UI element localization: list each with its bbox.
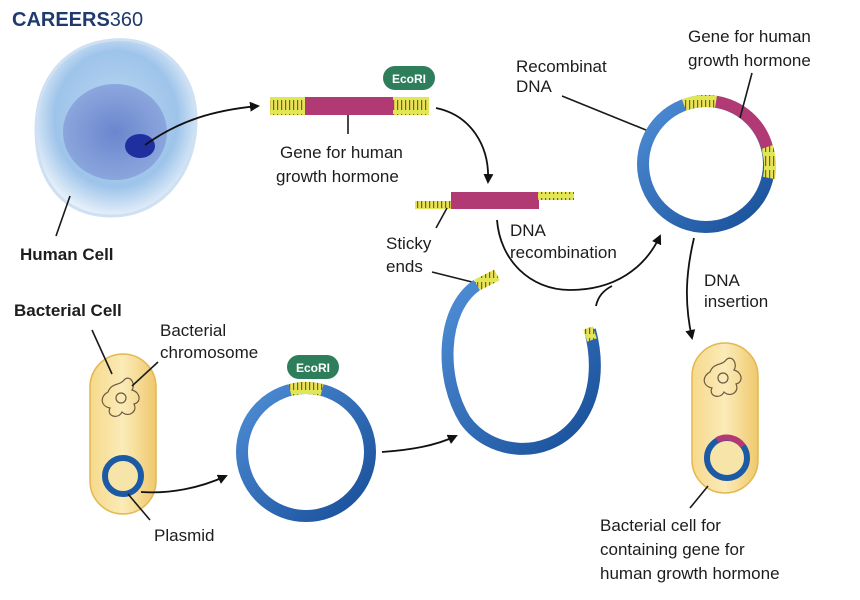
dna-insertion-label-line2: insertion: [704, 292, 768, 311]
human-cell-illustration: [34, 38, 198, 218]
sticky-end-right: [393, 97, 429, 115]
plasmid-recognition-site: [288, 382, 324, 396]
gene-top-label-line1: Gene for human: [688, 27, 811, 46]
ecori-badge-top: EcoRI: [383, 66, 435, 90]
cut-gene-fragment: [415, 192, 574, 209]
recombinant-sticky-junction-right: [761, 145, 777, 180]
arrow-cut-gene: [435, 107, 494, 184]
human-cell-label: Human Cell: [20, 245, 114, 264]
arrow-extract-gene: [144, 101, 260, 146]
gene-fragment: [270, 97, 429, 115]
recombinant-insert-in-cell: [715, 434, 746, 448]
plasmid-label: Plasmid: [154, 526, 214, 545]
arrow-isolate-plasmid: [140, 474, 228, 494]
sticky-cut-leader: [435, 207, 448, 229]
sticky-end-upper-right: [538, 192, 574, 200]
result-label-line3: human growth hormone: [600, 564, 780, 583]
bacterial-chromosome-icon: [101, 377, 140, 417]
recombinant-sticky-junction-top: [681, 95, 717, 111]
result-label-line2: containing gene for: [600, 540, 745, 559]
gene-top-label-line2: growth hormone: [688, 51, 811, 70]
svg-text:CAREERS360: CAREERS360: [12, 9, 143, 31]
gene-label-line1: Gene for human: [280, 143, 403, 162]
arrow-dna-insertion: [685, 237, 696, 340]
ecori-badge-bottom: EcoRI: [287, 355, 339, 379]
result-chromosome-icon: [703, 357, 742, 397]
gene-segment: [305, 97, 393, 115]
recombinant-dna-label-line2: DNA: [516, 77, 553, 96]
gene-top-leader: [739, 72, 753, 119]
result-label-line1: Bacterial cell for: [600, 516, 721, 535]
sticky-ends-label-line2: ends: [386, 257, 423, 276]
open-plasmid-join-line: [595, 285, 613, 307]
recombinant-gene-insert: [714, 95, 773, 149]
sticky-end-lower-left: [415, 201, 451, 209]
bacterial-cell-leader: [91, 329, 113, 375]
arrow-recombination: [496, 219, 662, 291]
cut-gene-segment: [451, 192, 539, 209]
recombinant-dna-label-line1: Recombinat: [516, 57, 607, 76]
open-plasmid-sticky-end-left: [474, 269, 500, 291]
sticky-ends-label-line1: Sticky: [386, 234, 432, 253]
recombinant-dna-ring: [637, 95, 777, 233]
bacterial-chromosome-label-line1: Bacterial: [160, 321, 226, 340]
dna-insertion-label-line1: DNA: [704, 271, 741, 290]
open-plasmid: [441, 269, 601, 455]
result-bacterial-cell: [691, 342, 759, 494]
open-plasmid-sticky-end-right: [583, 326, 597, 342]
bacterial-chromosome-label-line2: chromosome: [160, 343, 258, 362]
plasmid-in-cell: [102, 455, 144, 497]
nucleus-shape: [125, 134, 155, 158]
plasmid-ring: [236, 382, 376, 522]
arrow-cut-plasmid: [381, 434, 458, 453]
human-cell-leader: [55, 195, 71, 237]
recombinant-dna-leader: [561, 95, 647, 131]
bacterial-cell-label: Bacterial Cell: [14, 301, 122, 320]
plasmid-leader: [127, 493, 151, 521]
careers360-logo: CAREERS360: [12, 9, 143, 31]
ecori-badge-top-text: EcoRI: [392, 72, 426, 86]
bacterial-chromosome-leader: [131, 361, 159, 387]
bacterial-cell-illustration: [89, 353, 157, 515]
result-cell-leader: [689, 485, 709, 509]
sticky-end-left: [270, 97, 306, 115]
ecori-badge-bottom-text: EcoRI: [296, 361, 330, 375]
dna-recombination-label-line2: recombination: [510, 243, 617, 262]
sticky-ends-leader: [431, 271, 477, 284]
gene-label-line2: growth hormone: [276, 167, 399, 186]
dna-recombination-label-line1: DNA: [510, 221, 547, 240]
